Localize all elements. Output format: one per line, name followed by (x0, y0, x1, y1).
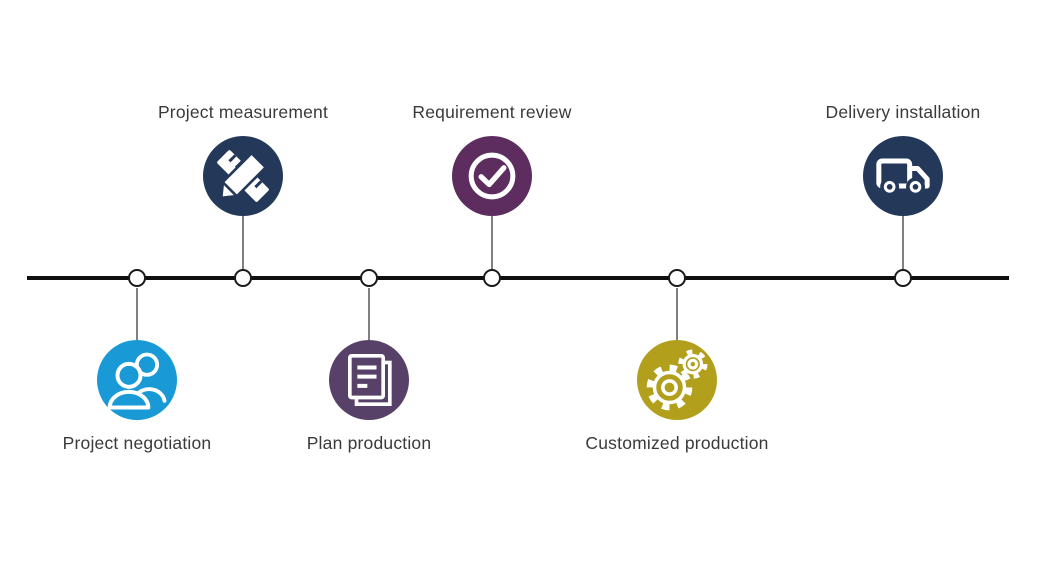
ruler-pencil-icon (217, 150, 269, 202)
step-label: Requirement review (412, 102, 572, 122)
step-badge (329, 340, 409, 420)
step-label: Customized production (585, 433, 769, 453)
step-connector (368, 288, 370, 341)
step-connector (676, 288, 678, 341)
badge-circle (203, 136, 283, 216)
step-badge (203, 136, 283, 216)
badge-circle (329, 340, 409, 420)
step-connector (242, 216, 244, 269)
badge-circle (863, 136, 943, 216)
step-badge (452, 136, 532, 216)
gears-icon (646, 349, 708, 411)
step-label: Project negotiation (62, 433, 212, 453)
step-badge (97, 340, 177, 420)
timeline-axis (27, 276, 1009, 280)
truck-icon (876, 158, 930, 197)
step-label: Delivery installation (825, 102, 981, 122)
check-circle-icon (468, 152, 516, 200)
step-label: Project measurement (157, 102, 329, 122)
step-connector (902, 216, 904, 269)
document-icon (348, 354, 392, 406)
badge-circle (97, 340, 177, 420)
step-connector (136, 288, 138, 341)
badge-circle (637, 340, 717, 420)
step-connector (491, 216, 493, 269)
people-icon (107, 352, 167, 410)
badge-circle (452, 136, 532, 216)
step-badge (637, 340, 717, 420)
step-label: Plan production (306, 433, 432, 453)
step-badge (863, 136, 943, 216)
